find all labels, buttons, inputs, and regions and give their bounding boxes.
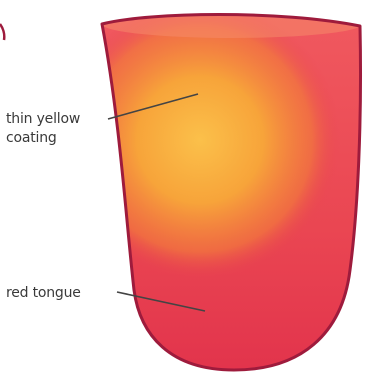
thin-yellow-coating-label: thin yellow coating: [6, 110, 116, 148]
coating-label-line2: coating: [6, 129, 116, 148]
coating-label-line1: thin yellow: [6, 110, 116, 129]
yellow-coating: [55, 0, 355, 300]
red-tongue-label: red tongue: [6, 284, 81, 303]
edge-fragment: [0, 24, 4, 40]
